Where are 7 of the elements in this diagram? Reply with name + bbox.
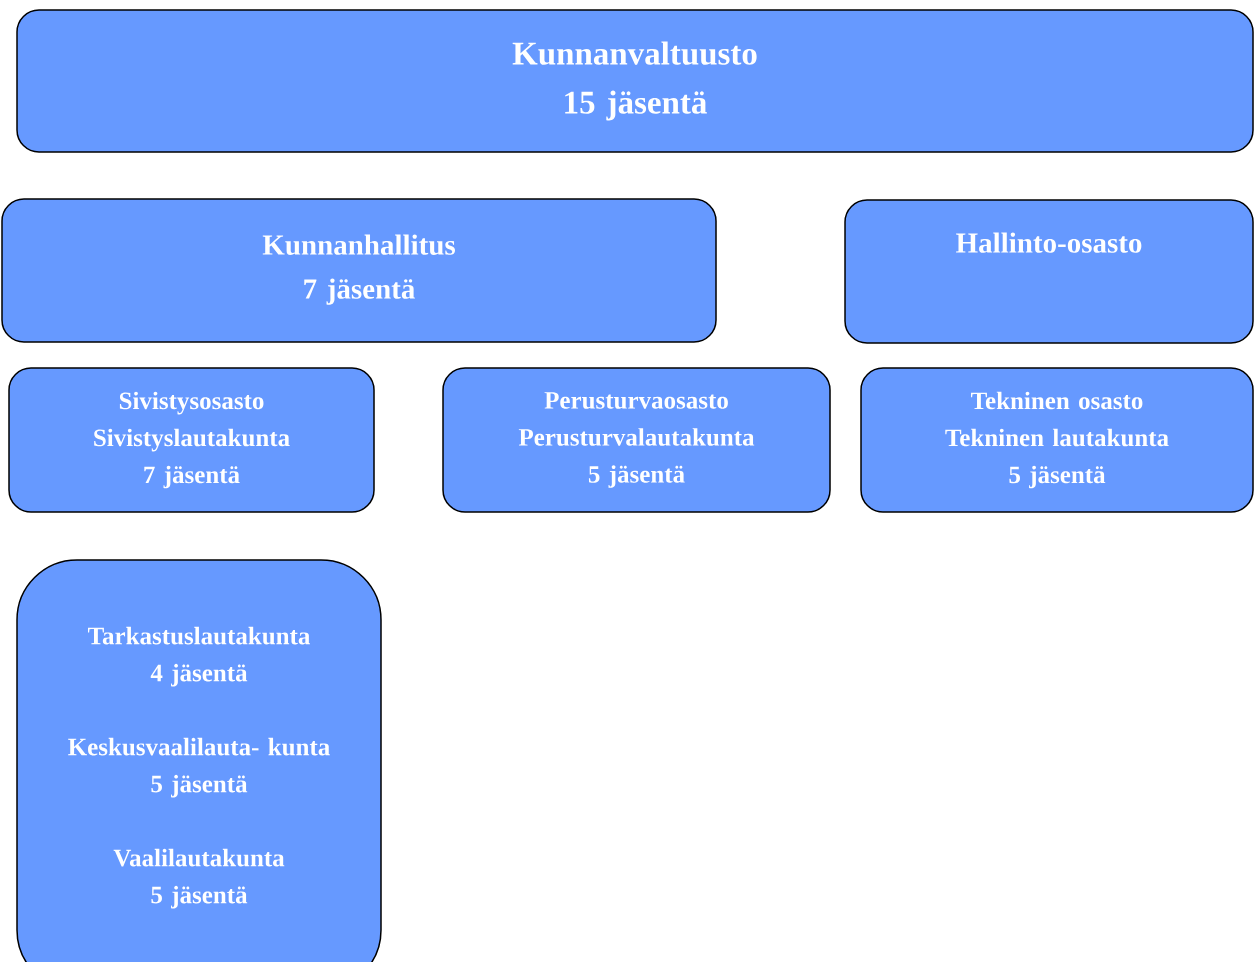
org-box: Tekninen osasto Tekninen lautakunta 5 jäsentä — [860, 367, 1254, 513]
org-box: Perusturvaosasto Perusturvalautakunta 5 jäsentä — [442, 367, 831, 513]
org-box: Sivistysosasto Sivistyslautakunta 7 jäsentä — [8, 367, 375, 513]
org-box: Kunnanvaltuusto 15 jäsentä — [16, 9, 1254, 153]
org-box: Kunnanhallitus 7 jäsentä — [1, 198, 717, 343]
org-box: Tarkastuslautakunta 4 jäsentä Keskusvaalilauta- kunta 5 jäsentä Vaalilautakunta 5 jäsentä — [16, 559, 382, 962]
org-box: Hallinto-osasto — [844, 199, 1254, 344]
